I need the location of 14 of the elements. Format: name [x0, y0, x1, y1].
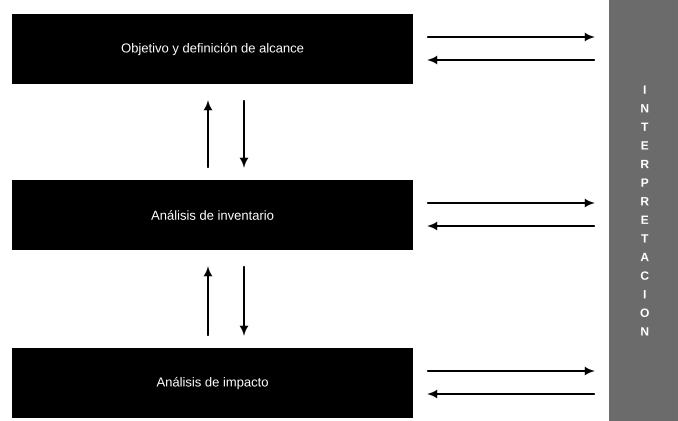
arrow — [430, 390, 595, 398]
arrow — [430, 56, 595, 64]
arrow — [427, 199, 592, 207]
arrow — [427, 33, 592, 41]
interpretation-band: INTERPRETACION — [609, 0, 678, 421]
process-box: Análisis de impacto — [12, 348, 413, 418]
arrow — [240, 266, 248, 334]
arrow — [204, 102, 212, 168]
arrow — [427, 367, 592, 375]
process-box: Objetivo y definición de alcance — [12, 14, 413, 84]
arrow — [430, 222, 595, 230]
process-box: Análisis de inventario — [12, 180, 413, 250]
arrow — [240, 100, 248, 166]
arrow — [204, 268, 212, 336]
